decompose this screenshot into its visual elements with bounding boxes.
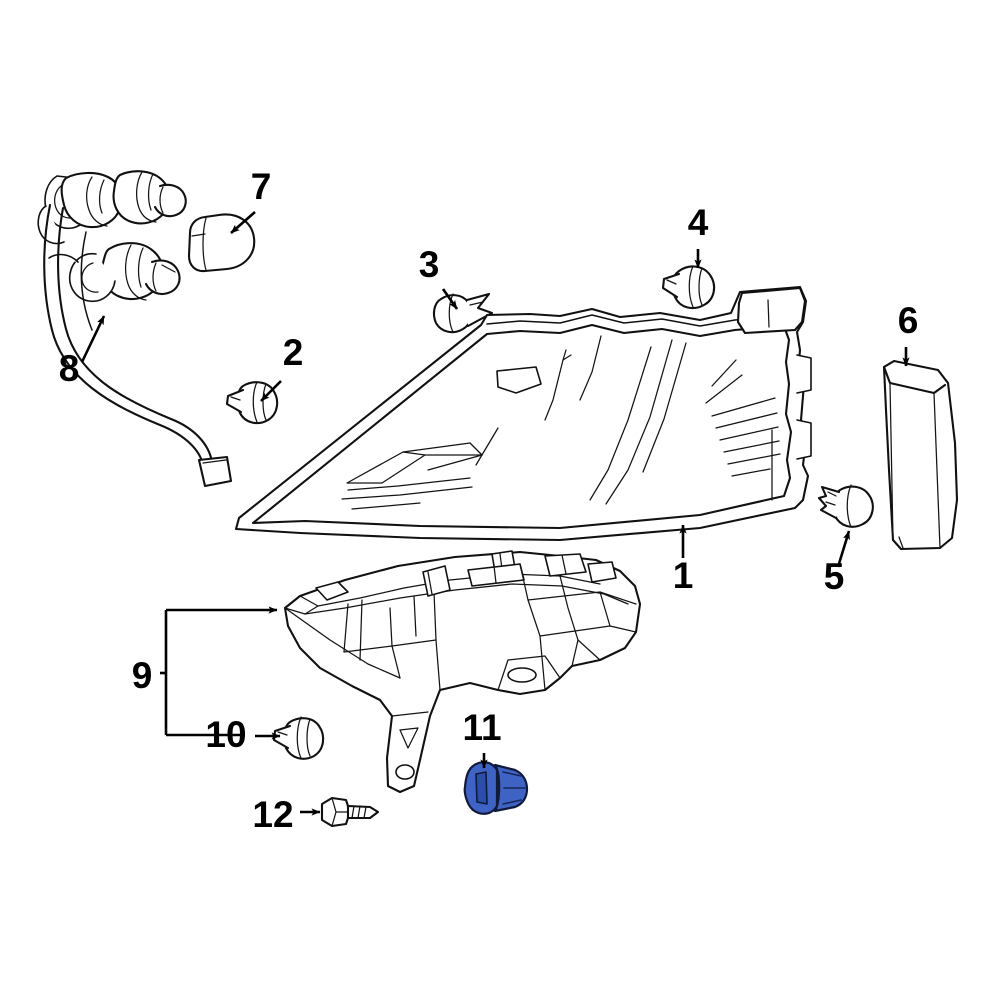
callout-label-4: 4	[688, 202, 709, 243]
part-mounting-bracket-9	[283, 550, 642, 794]
callout-label-10: 10	[205, 714, 246, 755]
part-wire-harness-8	[37, 170, 233, 488]
callout-leader-2	[260, 380, 282, 402]
callout-label-3: 3	[419, 244, 440, 285]
callout-label-6: 6	[898, 300, 919, 341]
part-retainer-clip-10	[272, 716, 325, 760]
part-push-pin-clip-3	[432, 292, 494, 334]
callout-label-7: 7	[251, 166, 272, 207]
part-retainer-clip-4	[661, 265, 716, 310]
callout-leader-3	[441, 288, 459, 310]
callout-label-5: 5	[824, 556, 845, 597]
part-screw-5	[817, 484, 874, 528]
callout-leader-8	[80, 315, 106, 363]
callout-leader-5	[836, 530, 851, 568]
callout-leader-7	[230, 211, 256, 234]
callout-label-1: 1	[673, 555, 694, 596]
part-hex-screw-12	[320, 796, 380, 828]
part-tail-lamp-lens-1	[234, 285, 812, 542]
part-trim-garnish-6	[882, 359, 959, 551]
callout-label-8: 8	[59, 348, 80, 389]
callout-label-9: 9	[132, 655, 153, 696]
part-grommet-retainer-11-highlighted	[463, 761, 529, 815]
part-light-bulb-7	[187, 213, 256, 273]
callout-label-12: 12	[252, 794, 293, 835]
callout-label-2: 2	[283, 332, 304, 373]
callout-leader-9	[160, 606, 278, 737]
callout-label-11: 11	[462, 707, 501, 748]
part-retainer-clip-2	[225, 381, 279, 425]
